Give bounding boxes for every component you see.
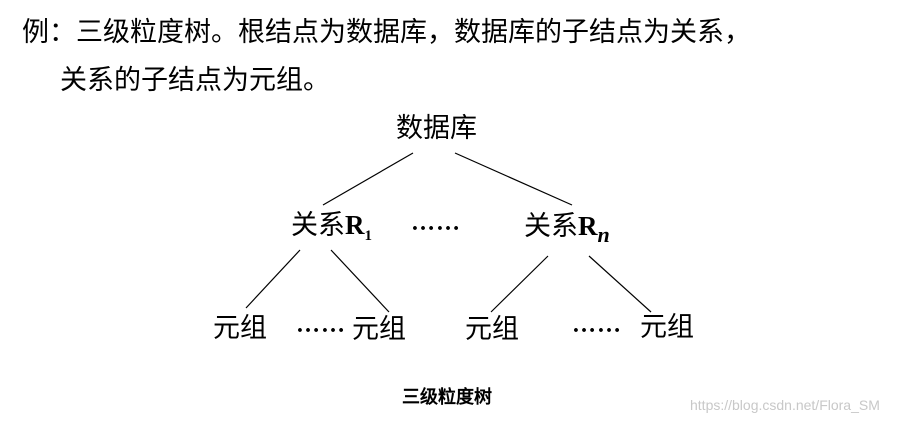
figure-caption: 三级粒度树 xyxy=(402,387,492,408)
tuple-ellipsis-left: …… xyxy=(296,312,346,338)
relation-1-prefix: 关系 xyxy=(291,210,345,241)
edge-root-to-relation1 xyxy=(322,152,414,206)
edge-relation1-to-tuple1 xyxy=(245,249,301,309)
watermark: https://blog.csdn.net/Flora_SM xyxy=(690,397,880,413)
intro-line-1: 例：三级粒度树。根结点为数据库，数据库的子结点为关系， xyxy=(22,17,751,48)
relation-n-letter: R xyxy=(578,211,598,241)
tuple-ellipsis-right: …… xyxy=(572,312,622,338)
edge-relationN-to-tuple4 xyxy=(588,255,652,313)
tuple-node-3: 元组 xyxy=(465,314,519,345)
relation-node-1: 关系R1 xyxy=(291,203,372,245)
relation-n-subscript: n xyxy=(597,222,610,247)
relation-1-letter: R xyxy=(345,210,365,240)
relation-ellipsis: …… xyxy=(411,210,461,236)
root-node-database: 数据库 xyxy=(396,113,477,144)
relation-1-subscript: 1 xyxy=(364,228,373,244)
tuple-node-4: 元组 xyxy=(640,312,694,343)
tuple-node-2: 元组 xyxy=(352,314,406,345)
relation-n-prefix: 关系 xyxy=(524,211,578,242)
tuple-node-1: 元组 xyxy=(213,313,267,344)
relation-node-n: 关系Rn xyxy=(524,204,610,248)
edge-relation1-to-tuple2 xyxy=(330,249,390,313)
edge-relationN-to-tuple3 xyxy=(490,255,549,313)
intro-line-2: 关系的子结点为元组。 xyxy=(60,65,330,96)
edge-root-to-relationN xyxy=(454,152,573,206)
